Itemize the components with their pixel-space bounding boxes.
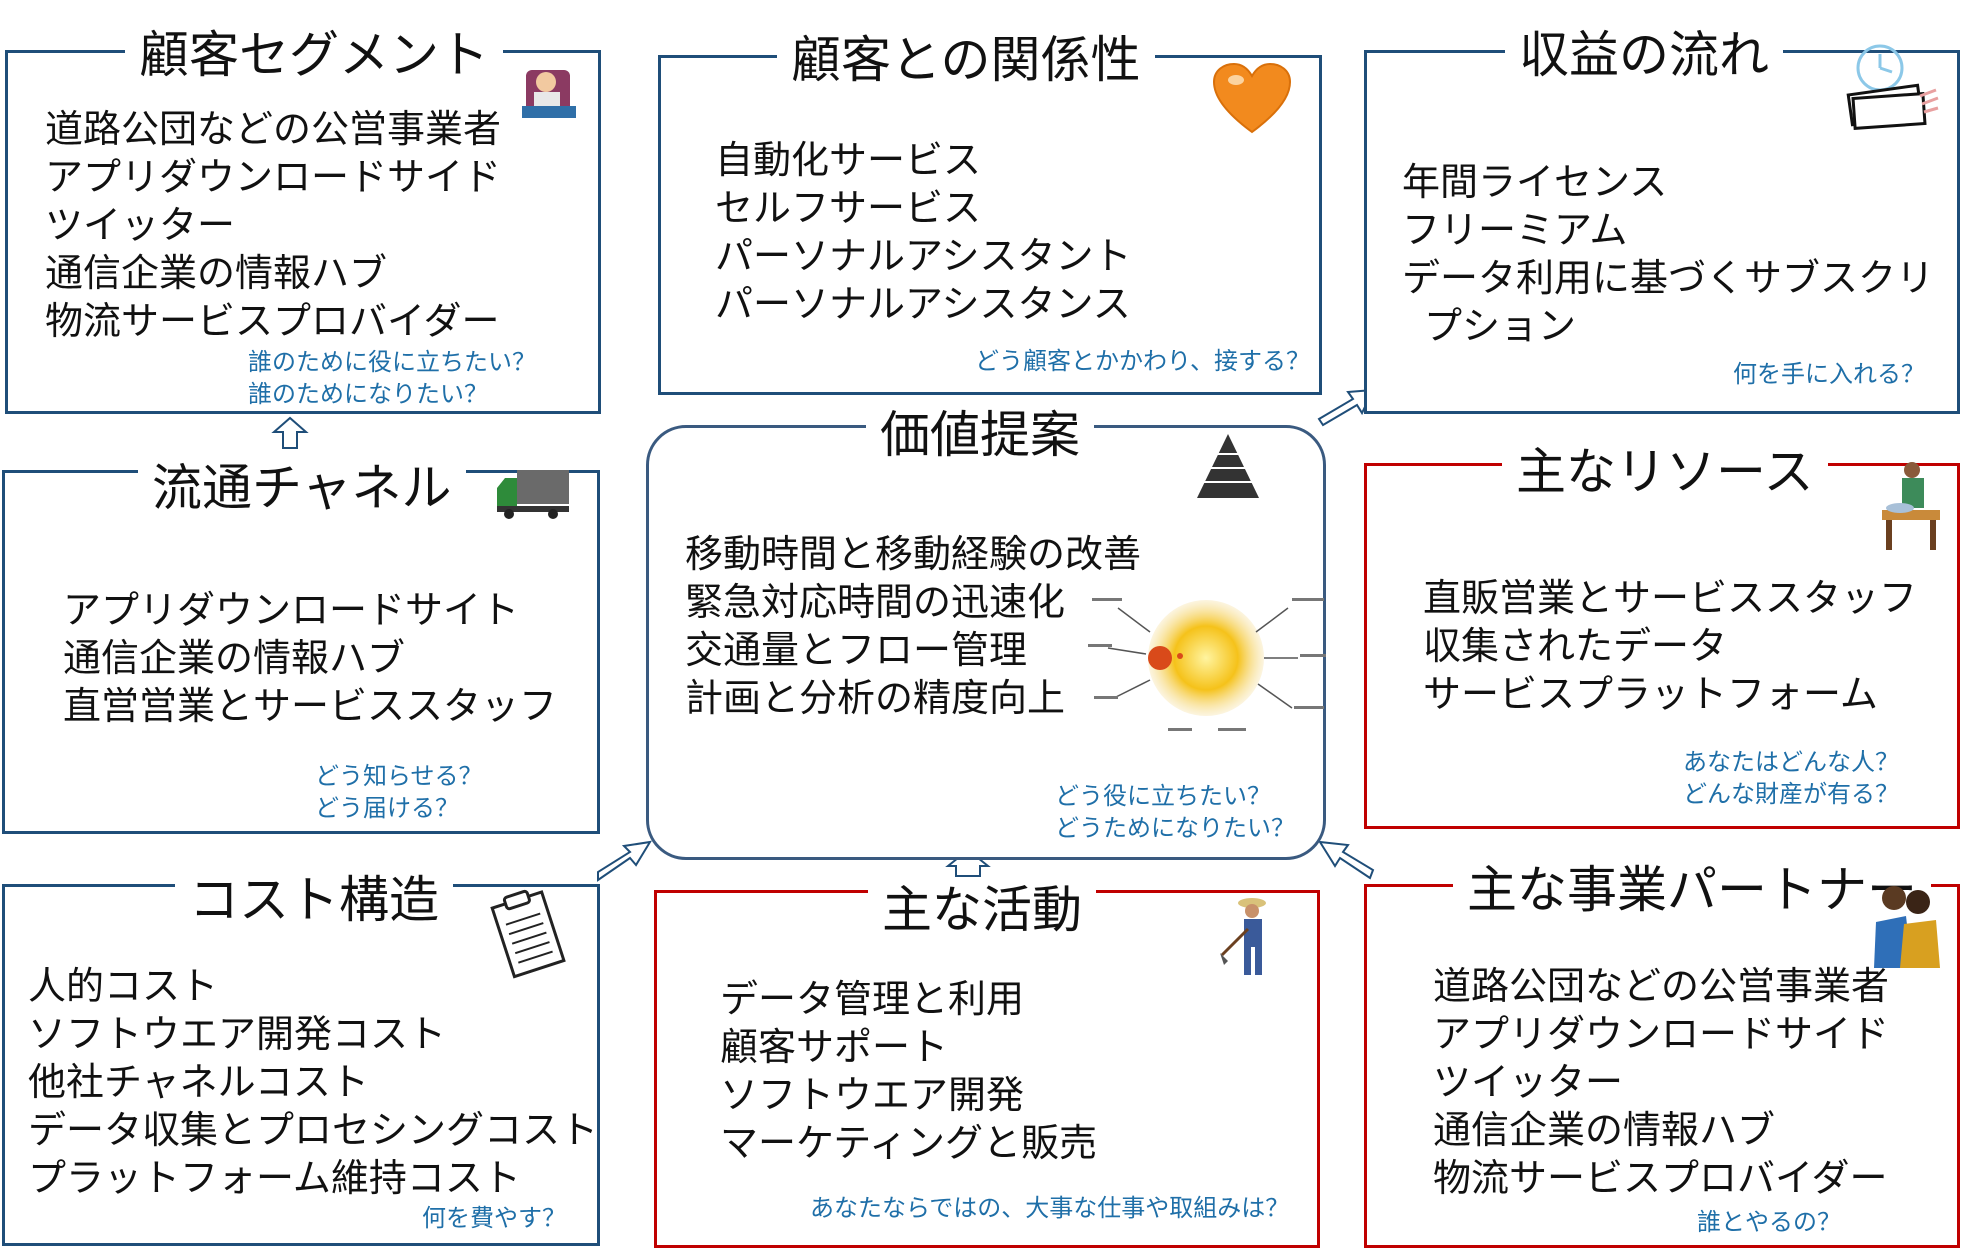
list-item: アプリダウンロードサイド — [1433, 1012, 1890, 1056]
key-partners-list: 道路公団などの公営事業者 アプリダウンロードサイド ツイッター 通信企業の情報ハ… — [1433, 962, 1889, 1202]
list-item: ツイッター — [45, 203, 236, 247]
list-item: パーソナルアシスタント — [715, 234, 1132, 278]
list-item: 移動時間と移動経験の改善 — [685, 532, 1142, 576]
channels-list: アプリダウンロードサイト 通信企業の情報ハブ 直営営業とサービススタッフ — [63, 586, 557, 730]
customer-relationships-list: 自動化サービス セルフサービス パーソナルアシスタント パーソナルアシスタンス — [715, 136, 1131, 328]
key-activities-list: データ管理と利用 顧客サポート ソフトウエア開発 マーケティングと販売 — [720, 975, 1097, 1167]
revenue-streams-list: 年間ライセンス フリーミアム データ利用に基づくサブスクリ プション — [1402, 158, 1934, 350]
key-activities-box — [654, 890, 1320, 1248]
list-item: パーソナルアシスタンス — [715, 282, 1131, 326]
farmer-icon — [1218, 895, 1284, 985]
key-resources-question: あなたはどんな人？ どんな財産が有る？ — [1683, 748, 1899, 808]
customer-relationships-title: 顧客との関係性 — [777, 30, 1155, 90]
sun-diagram-icon — [1088, 588, 1328, 762]
heart-icon — [1212, 62, 1292, 140]
money-clock-icon — [1840, 40, 1940, 136]
list-item: 収集されたデータ — [1423, 624, 1728, 668]
channels-title: 流通チャネル — [138, 458, 466, 518]
cost-structure-list: 人的コスト ソフトウエア開発コスト 他社チャネルコスト データ収集とプロセシング… — [28, 962, 598, 1202]
list-item: 人的コスト — [28, 964, 219, 1008]
list-item: プション — [1424, 304, 1577, 348]
list-item: 自動化サービス — [715, 138, 982, 182]
list-item: 道路公団などの公営事業者 — [45, 107, 502, 151]
list-item: 物流サービスプロバイダー — [45, 299, 500, 343]
arrow-costs-to-value — [597, 840, 652, 882]
list-item: データ利用に基づくサブスクリ — [1402, 256, 1935, 300]
list-item: ツイッター — [1433, 1060, 1624, 1104]
list-item: サービスプラットフォーム — [1423, 672, 1878, 716]
list-item: フリーミアム — [1402, 208, 1628, 252]
key-partners-question: 誰とやるの？ — [1697, 1208, 1841, 1236]
list-item: 物流サービスプロバイダー — [1433, 1156, 1888, 1200]
list-item: 計画と分析の精度向上 — [685, 676, 1066, 720]
key-partners-box — [1364, 884, 1960, 1248]
arrow-up-channels — [271, 416, 309, 449]
key-resources-title: 主なリソース — [1502, 442, 1828, 502]
cost-structure-title: コスト構造 — [175, 870, 453, 930]
key-activities-question: あなたならではの、大事な仕事や取組みは？ — [810, 1194, 1290, 1222]
massage-icon — [1878, 460, 1944, 556]
value-proposition-title: 価値提案 — [866, 405, 1094, 465]
arrow-value-to-revenue — [1317, 388, 1375, 427]
list-item: 通信企業の情報ハブ — [1433, 1108, 1776, 1152]
cost-structure-question: 何を費やす？ — [422, 1204, 566, 1232]
revenue-streams-title: 収益の流れ — [1505, 25, 1783, 85]
list-item: データ管理と利用 — [720, 977, 1025, 1021]
list-item: 交通量とフロー管理 — [685, 628, 1028, 672]
revenue-streams-question: 何を手に入れる？ — [1733, 360, 1925, 388]
value-proposition-list: 移動時間と移動経験の改善 緊急対応時間の迅速化 交通量とフロー管理 計画と分析の… — [685, 530, 1141, 722]
list-item: 緊急対応時間の迅速化 — [685, 580, 1066, 624]
clipboard-icon — [484, 888, 574, 984]
arrow-partners-to-value — [1318, 840, 1375, 880]
key-resources-list: 直販営業とサービススタッフ 収集されたデータ サービスプラットフォーム — [1423, 574, 1917, 718]
list-item: 通信企業の情報ハブ — [45, 251, 388, 295]
channels-question: どう知らせる？ どう届ける？ — [315, 762, 483, 822]
list-item: アプリダウンロードサイド — [45, 155, 502, 199]
cost-structure-box — [2, 884, 600, 1246]
list-item: 道路公団などの公営事業者 — [1433, 964, 1890, 1008]
list-item: 他社チャネルコスト — [28, 1060, 369, 1104]
truck-icon — [495, 468, 571, 524]
list-item: アプリダウンロードサイト — [63, 588, 520, 632]
list-item: データ収集とプロセシングコスト — [28, 1108, 599, 1152]
list-item: プラットフォーム維持コスト — [28, 1156, 521, 1200]
customer-segments-list: 道路公団などの公営事業者 アプリダウンロードサイド ツイッター 通信企業の情報ハ… — [45, 105, 501, 345]
customer-relationships-box — [658, 55, 1322, 395]
list-item: 顧客サポート — [720, 1025, 949, 1069]
partners-icon — [1866, 880, 1946, 972]
value-proposition-question: どう役に立ちたい？ どうためになりたい？ — [1055, 782, 1295, 842]
customer-relationships-question: どう顧客とかかわり、接する？ — [975, 347, 1311, 375]
list-item: マーケティングと販売 — [720, 1121, 1097, 1165]
list-item: セルフサービス — [715, 186, 982, 230]
list-item: 通信企業の情報ハブ — [63, 636, 406, 680]
list-item: ソフトウエア開発コスト — [28, 1012, 447, 1056]
customer-segments-title: 顧客セグメント — [125, 25, 503, 85]
businessman-icon — [520, 62, 578, 128]
list-item: 直営営業とサービススタッフ — [63, 684, 558, 728]
customer-segments-box — [5, 50, 601, 414]
key-resources-box — [1364, 463, 1960, 829]
key-activities-title: 主な活動 — [868, 880, 1096, 940]
list-item: 直販営業とサービススタッフ — [1423, 576, 1918, 620]
key-partners-title: 主な事業パートナー — [1453, 860, 1931, 920]
list-item: ソフトウエア開発 — [720, 1073, 1025, 1117]
customer-segments-question: 誰のために役に立ちたい？ 誰のためになりたい？ — [248, 348, 536, 408]
pyramid-icon — [1195, 432, 1261, 504]
list-item: 年間ライセンス — [1402, 160, 1668, 204]
